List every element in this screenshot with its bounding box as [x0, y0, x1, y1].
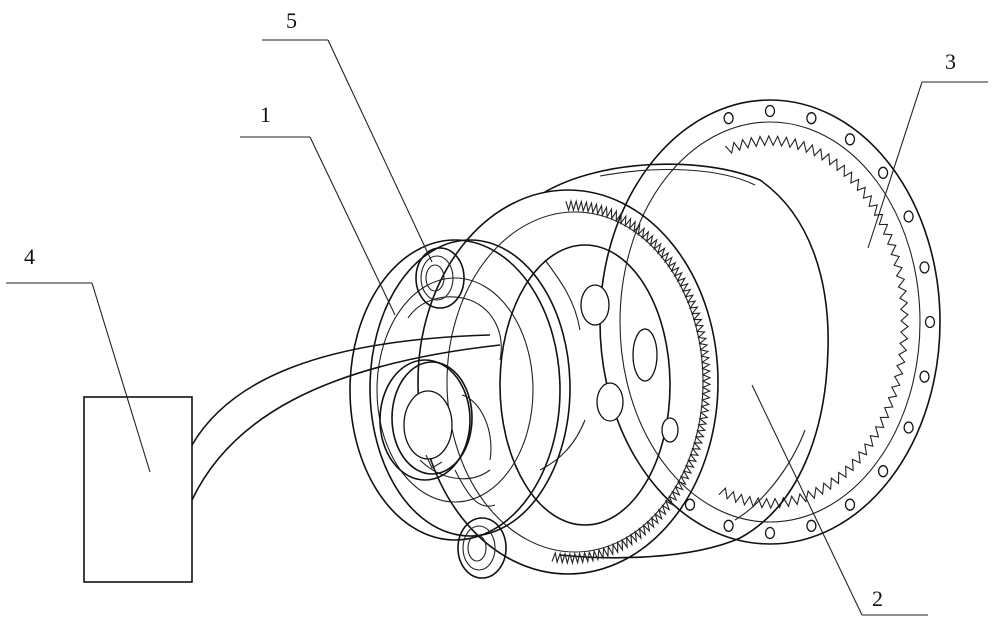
bolt-hole: [723, 112, 734, 125]
planet-roller-bottom: [457, 517, 507, 579]
output-hub: [379, 359, 492, 481]
control-cables: [191, 334, 501, 501]
bolt-hole: [844, 133, 856, 146]
bolt-hole: [764, 104, 776, 118]
controller-box: [83, 396, 193, 583]
bolt-hole: [723, 519, 734, 532]
flange-bolt-holes: [684, 104, 936, 540]
bolt-hole: [684, 498, 696, 511]
label-4: 4: [24, 244, 35, 269]
bolt-hole: [877, 166, 889, 179]
label-1: 1: [260, 102, 271, 127]
bolt-hole: [844, 498, 856, 511]
planet-carrier: [499, 244, 679, 526]
label-5: 5: [286, 8, 297, 33]
bolt-hole: [919, 261, 930, 274]
planet-roller-top: [415, 247, 465, 309]
housing-cylinder: [544, 163, 829, 559]
internal-gear-teeth: [551, 198, 712, 566]
label-2: 2: [872, 586, 883, 611]
label-3: 3: [945, 49, 956, 74]
bolt-hole: [903, 210, 914, 223]
bolt-hole: [806, 112, 817, 125]
bolt-hole: [924, 315, 936, 329]
bolt-hole: [919, 370, 930, 383]
bolt-hole: [877, 465, 889, 478]
bolt-hole: [903, 421, 914, 434]
rear-flange: [599, 99, 941, 545]
bolt-hole: [764, 526, 776, 540]
cam-disc: [349, 239, 571, 541]
bolt-hole: [806, 519, 817, 532]
ring-gear-teeth: [718, 134, 909, 510]
internal-gear: [417, 189, 719, 575]
leader-lines: [6, 39, 988, 616]
